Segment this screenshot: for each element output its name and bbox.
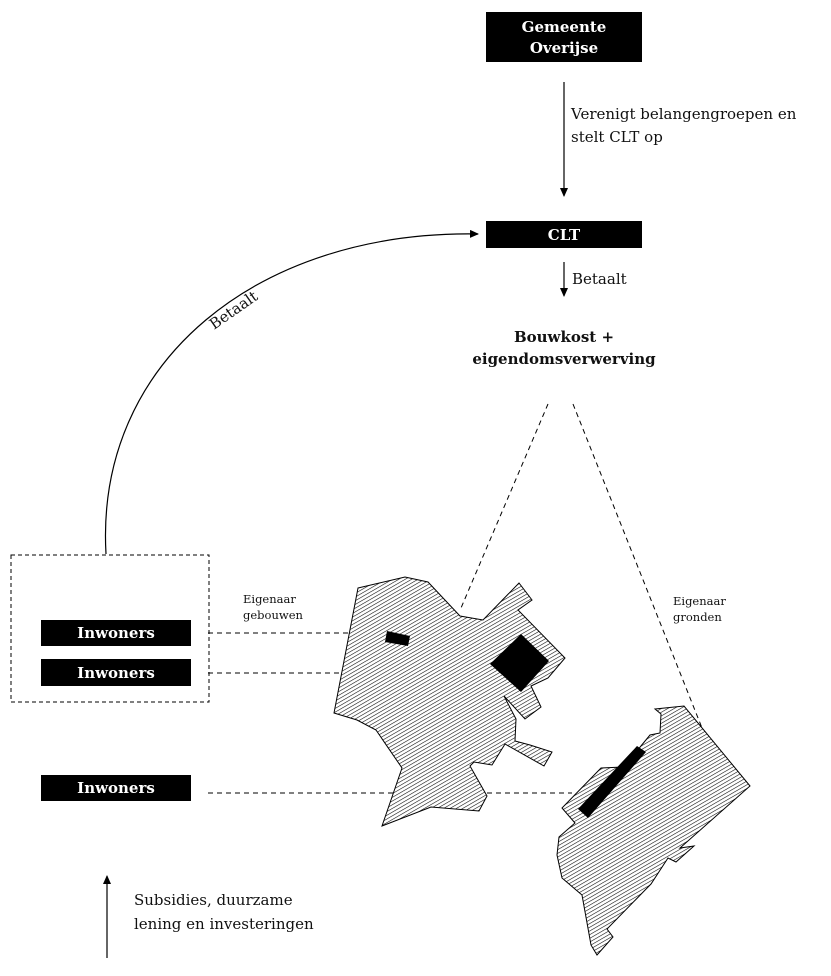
owner-land-line2: gronden	[673, 610, 722, 624]
land-plot-upper	[333, 576, 566, 827]
inwoners-pay-label: Betaalt	[206, 287, 261, 333]
funding-label-line2: lening en investeringen	[134, 915, 314, 933]
land-plot-lower	[556, 705, 751, 956]
inwoners-label-1: Inwoners	[77, 624, 155, 642]
gemeente-to-clt-label-line2: stelt CLT op	[571, 128, 663, 146]
clt-node: CLT	[486, 221, 642, 248]
clt-label: CLT	[548, 226, 581, 244]
gemeente-label-line2: Overijse	[530, 39, 598, 57]
gemeente-to-clt-label-line1: Verenigt belangengroepen en	[570, 105, 797, 123]
inwoners-pay-curve	[104, 229, 479, 555]
target-label-line1: Bouwkost +	[514, 328, 614, 346]
inwoners-label-2: Inwoners	[77, 664, 155, 682]
owner-buildings-line1: Eigenaar	[243, 592, 296, 606]
owner-land-line1: Eigenaar	[673, 594, 726, 608]
owner-buildings-line2: gebouwen	[243, 608, 304, 622]
building-small	[385, 631, 410, 646]
gemeente-overijse-node: Gemeente Overijse	[486, 12, 642, 62]
inwoners-label-3: Inwoners	[77, 779, 155, 797]
inwoners-group-box	[10, 554, 210, 703]
gemeente-label-line1: Gemeente	[522, 18, 607, 36]
inwoners-node-2: Inwoners	[41, 659, 191, 686]
inwoners-node-1: Inwoners	[41, 620, 191, 646]
funding-label-line1: Subsidies, duurzame	[134, 891, 293, 909]
cone-left-line	[460, 403, 549, 609]
building-square	[490, 634, 549, 692]
clt-pays-label: Betaalt	[572, 270, 627, 288]
inwoners-node-3: Inwoners	[41, 775, 191, 801]
cone-right-line	[572, 403, 707, 739]
building-long	[578, 746, 646, 818]
target-label-line2: eigendomsverwerving	[472, 350, 656, 368]
